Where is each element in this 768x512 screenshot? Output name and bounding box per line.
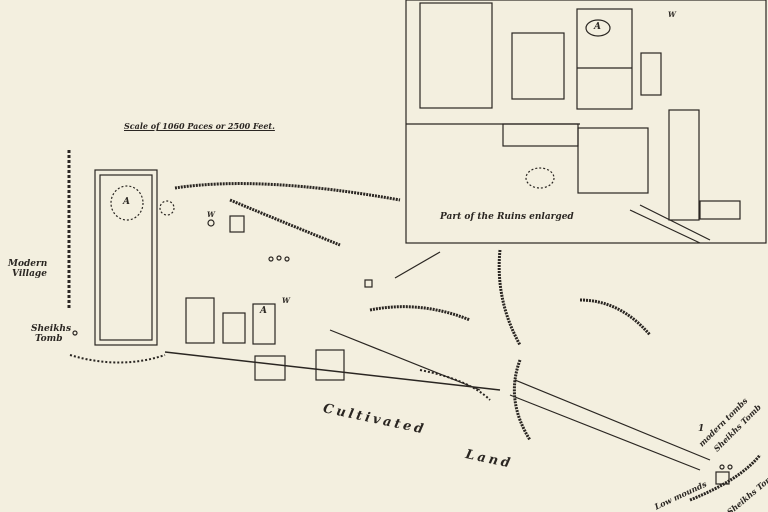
marker-a: A — [123, 197, 130, 207]
label-line: Village — [12, 269, 47, 279]
inset-label: Part of the Ruins enlarged — [440, 212, 574, 222]
marker-a: A — [594, 22, 601, 32]
enclosure — [94, 169, 158, 346]
inset-building — [576, 8, 633, 110]
scale-label: Scale of 1060 Paces or 2500 Feet. — [124, 121, 275, 131]
marker-a: A — [260, 306, 267, 316]
marker-w: W — [282, 296, 290, 305]
inset-frame — [405, 0, 767, 244]
marker-w: W — [207, 210, 215, 219]
inset-building — [511, 32, 565, 100]
label-line: Tomb — [35, 334, 63, 344]
label-line: Sheikhs — [31, 324, 72, 334]
inset-building — [419, 2, 493, 109]
marker-w: W — [668, 10, 676, 19]
label-line: Modern — [8, 259, 48, 269]
marker-one: 1 — [698, 424, 705, 434]
inset-building — [577, 127, 649, 194]
